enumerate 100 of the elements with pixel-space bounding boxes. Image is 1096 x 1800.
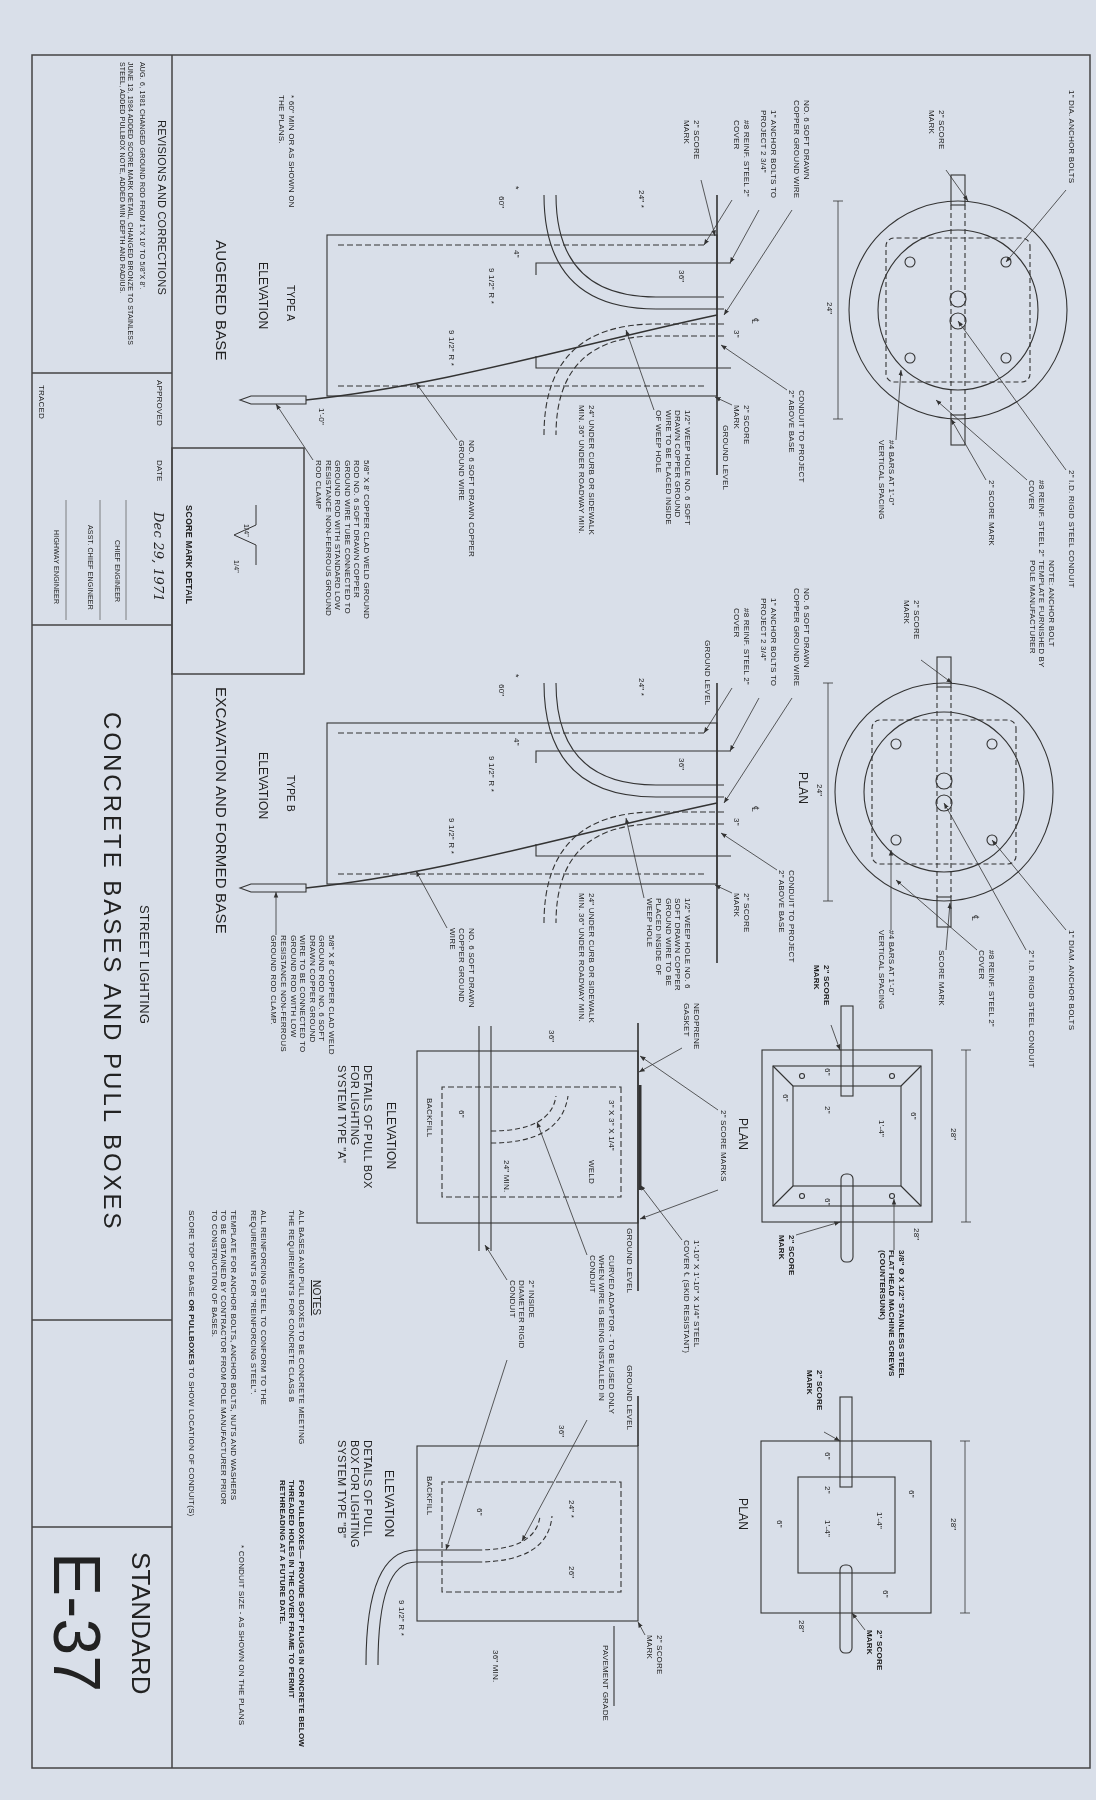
- title-block-text: APPROVED: [154, 380, 164, 427]
- dimension-label: 24" *: [636, 678, 646, 697]
- callout-text: 2" SCORE MARK: [811, 965, 831, 1025]
- callout-text: 2" SCORE MARK: [901, 600, 921, 660]
- note-text: WELD: [586, 1160, 596, 1184]
- title-block-text: REVISIONS AND CORRECTIONS: [155, 120, 168, 295]
- view-title: TYPE A: [284, 285, 296, 322]
- dimension-label: 28": [796, 1620, 806, 1633]
- callout-text: 1'-10" X 1'-10" X 1/4" STEEL COVER ℄ (SKID RESISTANT): [681, 1240, 701, 1370]
- dimension-label: 24": [824, 302, 834, 315]
- dimension-label: 24" *: [636, 190, 646, 209]
- view-title: ELEVATION: [255, 752, 270, 820]
- note-text: TEMPLATE FOR ANCHOR BOLTS, ANCHOR BOLTS, NUTS AND WASHERS TO BE OBTAINED BY CONTRACTOR FROM POLE MANUFACTURER PRIOR TO CONSTRUCTION OF BASES.: [209, 1210, 238, 1507]
- callout-text: 2" SCORE MARK: [804, 1370, 824, 1432]
- view-title: ELEVATION: [383, 1102, 398, 1170]
- callout-text: 2" SCORE MARK: [731, 893, 751, 953]
- callout-text: CONDUIT TO PROJECT 2" ABOVE BASE: [776, 870, 796, 965]
- view-title: SCORE MARK DETAIL: [183, 505, 194, 605]
- callout-text: 1/2" WEEP HOLE NO. 6 SOFT DRAWN COPPER GROUND WIRE TO BE PLACED INSIDE OF WEEP HOLE: [644, 898, 692, 998]
- title-block-text: DATE: [154, 460, 164, 482]
- callout-text: NEOPRENE GASKET: [681, 1003, 701, 1048]
- callout-text: #4 BARS AT 1'-0" VERTICAL SPACING: [876, 930, 896, 1030]
- dimension-label: 28": [948, 1518, 958, 1531]
- grade-label: GROUND LEVEL: [720, 425, 730, 491]
- dimension-label: 28": [911, 1228, 921, 1241]
- dimension-label: 1'-4": [822, 1520, 832, 1537]
- view-title: AUGERED BASE: [212, 240, 230, 361]
- title-block-text: NOTES: [310, 1280, 322, 1316]
- dimension-label: 9 1/2" R *: [446, 818, 456, 854]
- grade-label: GROUND LEVEL: [624, 1228, 634, 1294]
- dimension-label: 36": [676, 758, 686, 771]
- dimension-label: 3": [731, 330, 741, 338]
- title-block-text: STANDARD: [125, 1552, 156, 1695]
- note-text: BACKFILL: [424, 1476, 434, 1516]
- dimension-label: 6": [774, 1520, 784, 1528]
- view-title: PLAN: [795, 772, 810, 805]
- callout-text: 3/8" Ø X 1/2" STAINLESS STEEL FLAT HEAD MACHINE SCREWS (COUNTERSUNK): [877, 1250, 906, 1385]
- dimension-label: 2": [822, 1106, 832, 1114]
- dimension-label: *: [510, 674, 521, 678]
- centerline-symbol: ℄: [969, 915, 981, 922]
- callout-text: NO. 6 SOFT DRAWN COPPER GROUND WIRE: [447, 928, 476, 1018]
- callout-text: #8 REINF. STEEL 2" COVER: [731, 608, 751, 688]
- dimension-label: 60": [496, 196, 506, 209]
- note-text: NOTE: ANCHOR BOLT TEMPLATE FURNISHED BY POLE MANUFACTURER: [1027, 560, 1056, 670]
- dimension-label: 6": [780, 1094, 790, 1102]
- dimension-label: 24": [814, 784, 824, 797]
- callout-text: 1" ANCHOR BOLTS TO PROJECT 2 3/4": [758, 110, 778, 210]
- view-title: DETAILS OF PULL BOX FOR LIGHTING SYSTEM TYPE "A": [334, 1065, 374, 1190]
- dimension-label: 6": [456, 1110, 466, 1118]
- callout-text: 2" SCORE MARK: [864, 1630, 884, 1692]
- dimension-label: 3": [731, 818, 741, 826]
- dimension-label: 9 1/2" R *: [446, 330, 456, 366]
- dimension-label: 1'-4": [876, 1120, 886, 1137]
- dimension-label: 6": [880, 1590, 890, 1598]
- callout-text: SCORE MARK: [936, 950, 946, 1010]
- dimension-label: 6": [474, 1508, 484, 1516]
- note-text: SCORE TOP OF BASE OR PULLBOXES TO SHOW LOCATION OF CONDUIT(S): [186, 1210, 196, 1517]
- dimension-label: 36": [676, 270, 686, 283]
- callout-text: 2" I.D. RIGID STEEL CONDUIT: [1026, 950, 1036, 1080]
- centerline-symbol: ℄: [749, 806, 761, 813]
- callout-text: 1/2" WEEP HOLE NO. 6 SOFT DRAWN COPPER GROUND WIRE TO BE PLACED INSIDE OF WEEP HOLE: [653, 410, 692, 535]
- dimension-label: 9 1/2" R *: [486, 756, 496, 792]
- dimension-label: 4": [511, 738, 521, 746]
- dimension-label: 28": [948, 1128, 958, 1141]
- dimension-label: 6": [906, 1490, 916, 1498]
- dimension-label: 60": [496, 684, 506, 697]
- dimension-label: 4": [511, 250, 521, 258]
- callout-text: 2" SCORE MARKS: [718, 1110, 728, 1190]
- title-block-text: TRACED: [36, 385, 46, 420]
- note-text: FOR PULLBOXES— PROVIDE SOFT PLUGS IN CONCRETE BELOW THREADED HOLES IN THE COVER FRAME TO PERMIT RETHREADING AT A FUTURE DATE.: [277, 1480, 306, 1750]
- callout-text: #8 REINF. STEEL 2" COVER: [731, 120, 751, 200]
- view-title: ELEVATION: [381, 1470, 396, 1538]
- view-title: ELEVATION: [255, 262, 270, 330]
- dimension-label: 24" MIN.: [501, 1160, 511, 1193]
- callout-text: 2" SCORE MARK: [926, 110, 946, 170]
- dimension-label: 6": [908, 1112, 918, 1120]
- note-text: 24" UNDER CURB OR SIDEWALK MIN. 36" UNDER ROADWAY MIN.: [576, 405, 596, 535]
- callout-text: 2" SCORE MARK: [681, 120, 701, 180]
- grade-label: PAVEMENT GRADE: [600, 1645, 610, 1722]
- view-title: EXCAVATION AND FORMED BASE: [212, 687, 230, 934]
- dimension-label: 26": [566, 1566, 576, 1579]
- callout-text: #8 REINF. STEEL 2" COVER: [976, 950, 996, 1030]
- callout-text: NO. 6 SOFT DRAWN COPPER GROUND WIRE: [456, 440, 476, 560]
- callout-text: 1" DIAM. ANCHOR BOLTS: [1066, 930, 1076, 1040]
- callout-text: 2" INSIDE DIAMETER RIGID CONDUIT: [507, 1280, 536, 1360]
- callout-text: #8 REINF. STEEL 2" COVER: [1026, 480, 1046, 560]
- drawing-title: CONCRETE BASES AND PULL BOXES: [98, 712, 126, 1232]
- note-text: ALL BASES AND PULL BOXES TO BE CONCRETE MEETING THE REQUIREMENTS FOR CONCRETE CLASS B: [286, 1210, 306, 1447]
- dimension-label: 1'-0": [316, 408, 326, 425]
- dimension-label: 9 1/2" R *: [486, 268, 496, 304]
- grade-label: GROUND LEVEL: [702, 640, 712, 706]
- callout-text: NO. 6 SOFT DRAWN COPPER GROUND WIRE: [791, 588, 811, 698]
- note-text: 24" UNDER CURB OR SIDEWALK MIN. 36" UNDER ROADWAY MIN.: [576, 893, 596, 1023]
- dimension-label: 6": [822, 1452, 832, 1460]
- callout-text: 2" I.D. RIGID STEEL CONDUIT: [1066, 470, 1076, 590]
- dimension-label: 36": [546, 1030, 556, 1043]
- dimension-label: 36" MIN.: [490, 1650, 500, 1683]
- note-text: * 60" MIN OR AS SHOWN ON THE PLANS.: [276, 95, 296, 210]
- callout-text: CURVED ADAPTOR - TO BE USED ONLY WHEN WIRE IS BEING INSTALLED IN CONDUIT: [587, 1255, 616, 1420]
- callout-text: 1" ANCHOR BOLTS TO PROJECT 2 3/4": [758, 598, 778, 698]
